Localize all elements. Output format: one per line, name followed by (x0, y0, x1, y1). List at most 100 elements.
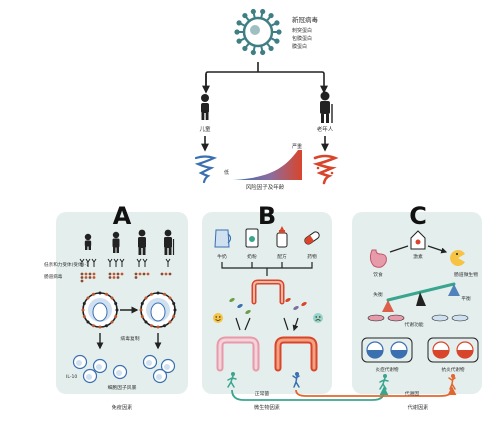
severe-tornado-icon (312, 154, 339, 185)
panel-a-cell-label: 病毒复制 (120, 335, 139, 342)
panel-c-bottom-left: 炎症代谢物 (376, 366, 399, 373)
antibody-icon (107, 258, 113, 267)
inflammatory-gauge-group (361, 337, 413, 363)
virus-spike-tip (260, 49, 266, 56)
elder-label: 老年人 (317, 125, 334, 133)
receptor-dot (82, 315, 86, 319)
virus-spike-tip (236, 20, 242, 26)
antibody-icon (136, 258, 142, 267)
antibody-icon (165, 258, 171, 267)
antibody-row (79, 258, 171, 267)
receptor-dot (81, 308, 85, 312)
pill-icon (304, 231, 320, 245)
senior-icon (164, 229, 175, 255)
severity-factor-label: 风险因子及年龄 (246, 183, 285, 191)
receptor-dot (86, 320, 90, 324)
immune-cell-nucleus (86, 374, 92, 380)
panel-b-left-caption: 正常菌 (255, 390, 270, 397)
metabolite-row (367, 314, 469, 322)
panel-b-letter: B (258, 202, 276, 230)
bottle-icon (276, 226, 288, 248)
panel-c-letter: C (409, 202, 427, 230)
panel-c-balance-left: 失衡 (373, 291, 383, 298)
particle-dot (112, 272, 116, 276)
particle-dot (134, 272, 138, 276)
teen-icon (112, 231, 120, 253)
microbe-icon (301, 301, 307, 307)
receptor-dot (114, 315, 118, 319)
particle-dot (146, 272, 150, 276)
small-intestine-icon (251, 279, 285, 305)
virus-spike-tip (250, 49, 256, 56)
microbe-icon (229, 297, 235, 303)
particle-dot (116, 276, 120, 279)
runner-icon-c-orange (448, 374, 456, 390)
food-label-3: 配方 (277, 253, 287, 260)
virus-spike-tip (276, 29, 282, 35)
receptor-dot (114, 301, 118, 305)
cell-surface-dots (81, 291, 119, 329)
receptor-dot (144, 320, 148, 324)
virus-particle-row (80, 272, 172, 283)
virus-spike-tip (236, 38, 242, 44)
immune-cell-nucleus (76, 360, 82, 366)
particle-dot (168, 272, 172, 276)
microbe-icon (245, 309, 251, 315)
particle-dot (160, 272, 164, 276)
age-figures (84, 229, 175, 255)
infant-icon (84, 233, 92, 250)
food-arrows (221, 262, 313, 276)
particle-dot (108, 276, 112, 279)
particle-dot (142, 272, 146, 276)
virus-spike-tip (268, 45, 274, 52)
particle-dot (84, 272, 88, 276)
receptor-dot (110, 296, 114, 300)
particle-dot (108, 272, 112, 276)
particle-dot (88, 276, 92, 279)
food-label-2: 奶粉 (247, 253, 257, 260)
metabolite-icon (367, 314, 385, 322)
anti-inflammatory-gauge-group (427, 337, 479, 363)
panel-c-top-right: 肠道微生物 (454, 271, 478, 278)
receptor-dot (105, 324, 109, 328)
microbe-icons (229, 297, 307, 315)
mild-tornado-icon (194, 155, 218, 184)
runner-icon-teal (227, 372, 237, 388)
virus-spike-tip (274, 38, 280, 44)
balance-scale-icon (382, 282, 460, 312)
metabolite-icon (451, 314, 469, 322)
inflamed-colon-icon (274, 336, 318, 372)
immune-cell-nucleus (146, 360, 152, 366)
virus-line-3: 膜蛋白 (292, 43, 307, 50)
severity-high-label: 严重 (292, 143, 302, 150)
panel-c-balance-right: 平衡 (461, 295, 471, 302)
runner-icon-blue (292, 372, 300, 388)
metabolite-icon (431, 314, 449, 322)
panel-a-row2-label: 肠道病毒 (44, 273, 63, 280)
particle-dot (134, 276, 138, 279)
virus-spike-tip (242, 12, 248, 19)
formula-box-icon (245, 228, 259, 248)
pacman-icon (450, 250, 465, 266)
receptor-dot (140, 301, 144, 305)
receptor-dot (105, 292, 109, 296)
virus-spike-tip (250, 8, 256, 15)
microbe-icon (285, 297, 291, 303)
metabolite-icon (387, 314, 405, 322)
receptor-dot (173, 308, 177, 312)
severity-gradient (232, 150, 302, 180)
virus-title: 新冠病毒 (292, 15, 319, 24)
receptor-dot (163, 324, 167, 328)
antibody-icon (85, 258, 91, 267)
microbe-icon (293, 305, 299, 311)
food-label-1: 牛奶 (217, 253, 227, 260)
teal-flow-arrow (231, 386, 389, 401)
particle-dot (84, 276, 88, 279)
receptor-dot (168, 320, 172, 324)
immune-cell-nucleus (116, 370, 122, 376)
runner-icon-c-teal (379, 374, 389, 390)
receptor-dot (168, 296, 172, 300)
panel-c-top-left: 饮食 (373, 271, 383, 278)
receptor-dot (172, 301, 176, 305)
